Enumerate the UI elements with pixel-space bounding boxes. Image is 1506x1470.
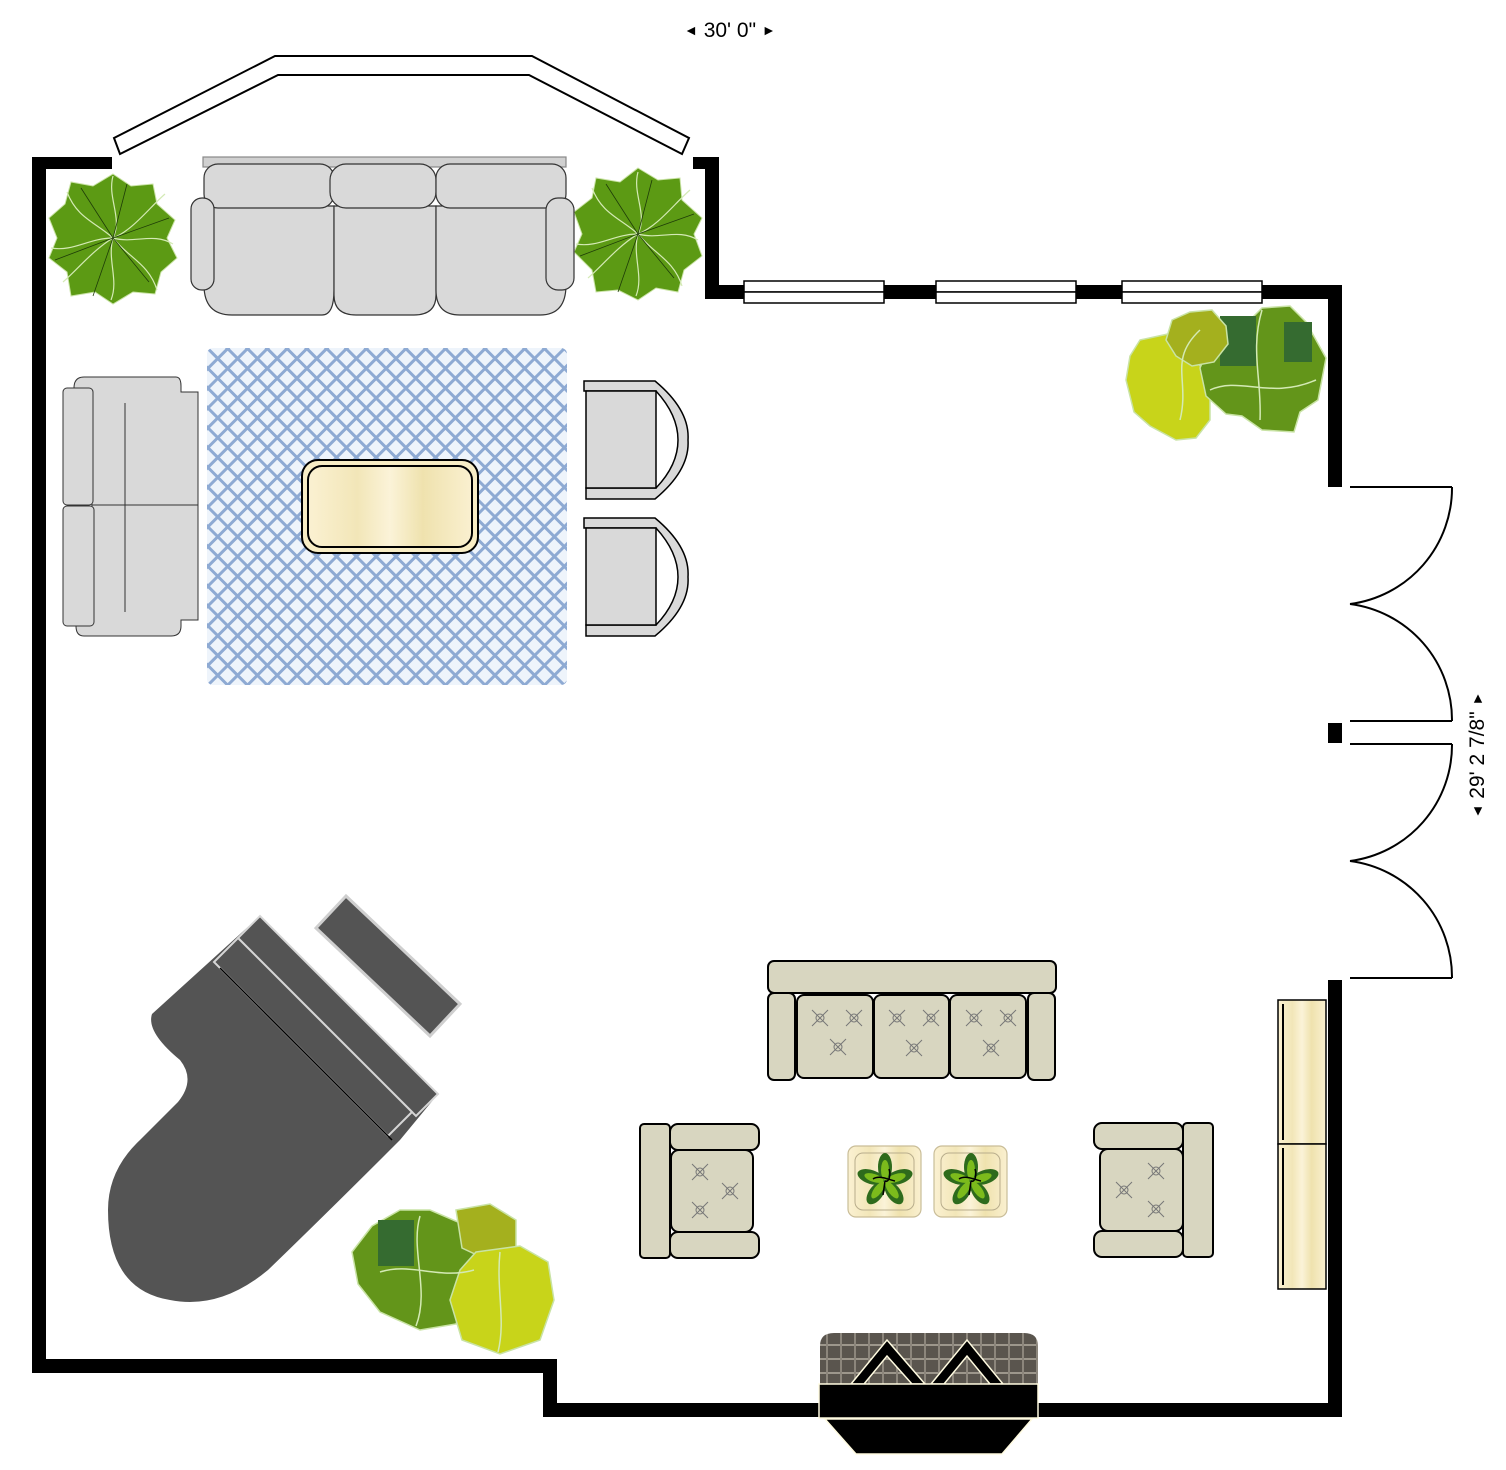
arrow-left-icon: ◄: [684, 22, 698, 38]
piano-bench[interactable]: [313, 893, 463, 1039]
console-cabinet[interactable]: [1277, 999, 1327, 1290]
plant-top-right: [573, 167, 703, 301]
top-windows: [743, 280, 1263, 304]
beige-armchair-right[interactable]: [1093, 1122, 1214, 1258]
plant-icon: [857, 1153, 913, 1205]
depth-label: 29' 2 7/8": [1466, 711, 1489, 799]
french-doors: [1349, 486, 1454, 979]
depth-dimension: ◄ 29' 2 7/8" ►: [1466, 692, 1490, 819]
width-dimension: ◄ 30' 0" ►: [684, 19, 776, 43]
bay-window: [112, 55, 691, 156]
plant-icon: [943, 1153, 999, 1205]
beige-armchair-left[interactable]: [639, 1123, 760, 1259]
armchair-grey-top[interactable]: [583, 380, 689, 500]
plant-cluster-top-right: [1125, 305, 1327, 441]
fireplace[interactable]: [818, 1333, 1039, 1455]
arrow-left-icon: ◄: [1469, 804, 1485, 819]
walls: [32, 157, 1342, 1417]
width-label: 30' 0": [703, 19, 757, 42]
grand-piano[interactable]: [108, 914, 440, 1302]
grey-sofa[interactable]: [190, 156, 575, 316]
armchair-grey-bottom[interactable]: [583, 517, 689, 637]
side-table-left[interactable]: [847, 1145, 922, 1218]
grey-loveseat[interactable]: [62, 376, 199, 637]
plant-cluster-bottom-left: [351, 1203, 555, 1355]
arrow-right-icon: ►: [1469, 691, 1485, 706]
coffee-table[interactable]: [301, 459, 479, 554]
arrow-right-icon: ►: [761, 22, 776, 38]
side-table-right[interactable]: [933, 1145, 1008, 1218]
beige-sofa[interactable]: [767, 960, 1057, 1081]
plant-top-left: [48, 173, 178, 305]
